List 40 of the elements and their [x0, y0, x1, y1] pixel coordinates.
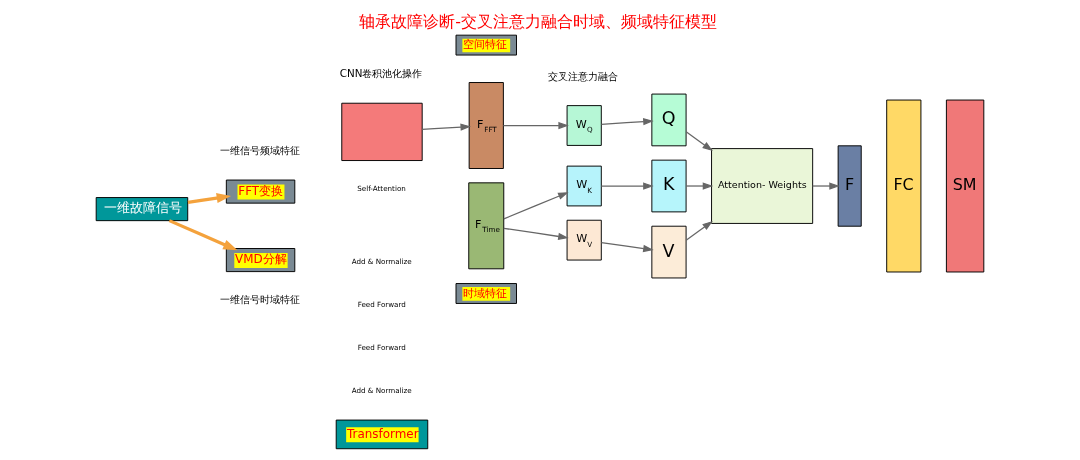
node-box: W$_{V}$ — [566, 219, 602, 261]
label: Feed Forward — [357, 300, 406, 310]
node-box: F — [837, 145, 862, 227]
node-box: K — [651, 159, 687, 213]
label: Add & Normalize — [351, 257, 412, 267]
label: Self-Attention — [357, 183, 406, 193]
arrow — [600, 117, 654, 126]
node-box: F$_{Time}$ — [468, 182, 505, 270]
arrow — [503, 192, 569, 220]
node-box: W$_{K}$ — [566, 165, 602, 207]
node-box: VMD分解 — [225, 248, 296, 273]
arrow — [685, 131, 713, 152]
label: 一维信号频域特征 — [219, 143, 300, 156]
label: 一维信号时域特征 — [219, 293, 300, 306]
arrow — [600, 241, 654, 253]
node-box — [341, 102, 423, 161]
arrow — [812, 182, 840, 190]
arrow — [187, 193, 232, 204]
label: Add & Normalize — [351, 386, 412, 396]
node-box: Transformer — [335, 419, 429, 450]
label: CNN卷积池化操作 — [339, 67, 423, 80]
arrow — [685, 220, 713, 241]
node-box: 一维故障信号 — [95, 197, 189, 222]
node-box: FC — [886, 99, 922, 273]
node-box: W$_{Q}$ — [566, 105, 602, 146]
node-box: F$_{FFT}$ — [468, 82, 504, 169]
node-box: Q — [651, 93, 687, 147]
node-box: SM — [945, 99, 985, 273]
node-box: V — [651, 225, 687, 279]
node-box: Attention- Weights — [711, 148, 814, 224]
arrow — [168, 219, 238, 251]
arrow — [502, 121, 569, 130]
node-box: FFT变换 — [225, 179, 296, 204]
arrow — [685, 182, 714, 190]
diagram-title: 轴承故障诊断-交叉注意力融合时域、频域特征模型 — [359, 12, 718, 32]
label: 交叉注意力融合 — [548, 69, 619, 82]
arrow — [600, 182, 654, 190]
arrow — [503, 227, 569, 241]
label: Feed Forward — [357, 343, 406, 353]
arrow — [421, 123, 471, 131]
